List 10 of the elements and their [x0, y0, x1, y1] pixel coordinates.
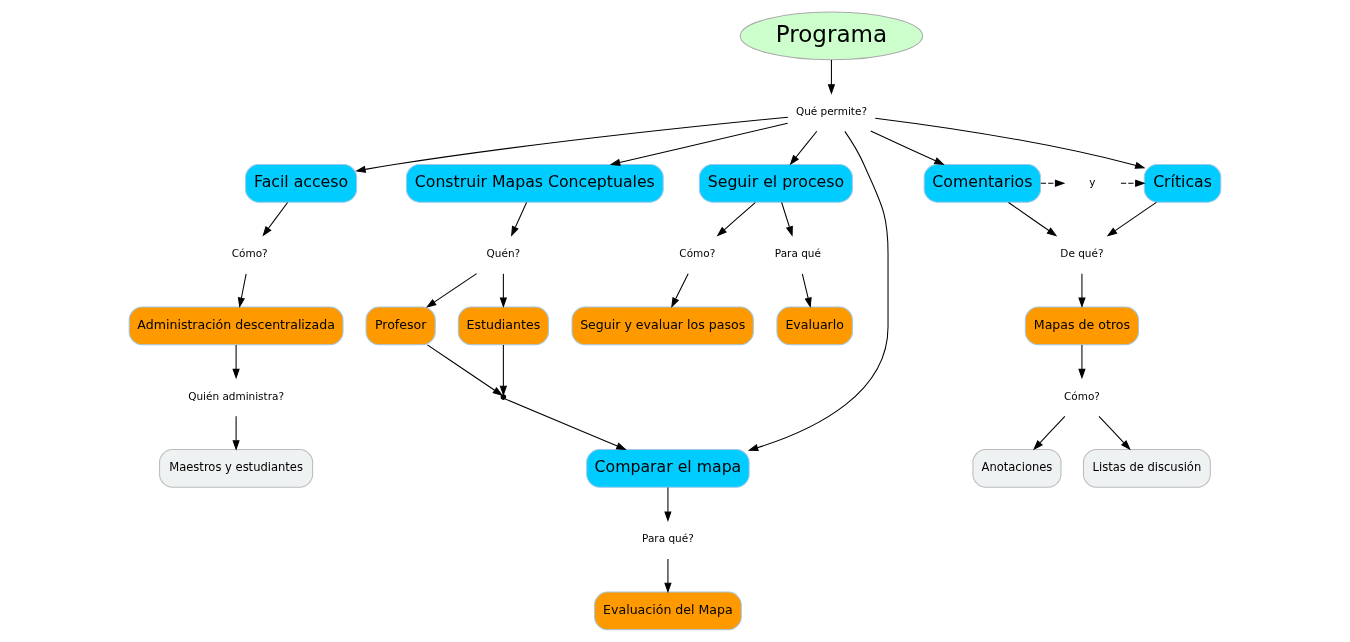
- node-text: Cómo?: [679, 247, 716, 260]
- node-text: y: [1089, 175, 1096, 188]
- node-text: Cómo?: [1063, 389, 1100, 402]
- node-text: Quién administra?: [188, 389, 284, 402]
- node-text: Para qué?: [642, 532, 694, 545]
- node-text: De qué?: [1060, 247, 1104, 260]
- node-text: Qué permite?: [795, 104, 867, 117]
- node-text: Para qué: [774, 247, 821, 260]
- node-text: Quén?: [486, 247, 521, 260]
- node-text: Cómo?: [231, 247, 268, 260]
